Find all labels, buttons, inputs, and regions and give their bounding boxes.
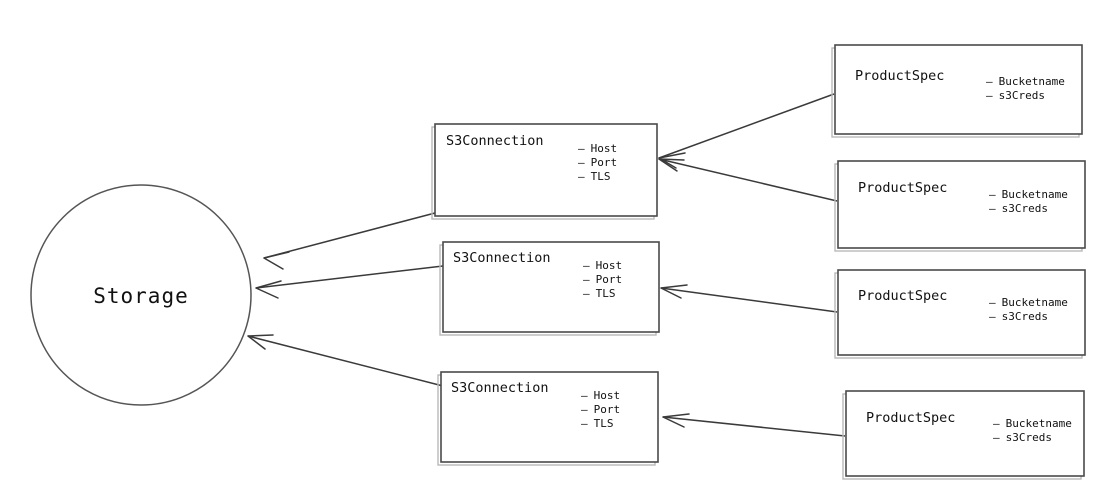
edge-spec1-to-conn1 — [658, 93, 835, 169]
node-s3connection-2[interactable]: S3Connection –Host –Port –TLS — [439, 241, 660, 336]
node-attribute: –TLS — [581, 417, 614, 430]
node-s3connection-1[interactable]: S3Connection –Host –Port –TLS — [431, 123, 658, 220]
node-attribute: –TLS — [583, 287, 616, 300]
node-title: ProductSpec — [858, 288, 947, 304]
bullet-dash: – — [989, 310, 996, 323]
node-storage[interactable]: Storage — [30, 184, 252, 406]
storage-label: Storage — [93, 284, 189, 308]
node-attribute: –Port — [583, 273, 622, 286]
node-box — [837, 269, 1086, 356]
node-attribute: –Bucketname — [986, 75, 1065, 88]
node-attribute: –Port — [578, 156, 617, 169]
bullet-dash: – — [581, 403, 588, 416]
bullet-dash: – — [986, 75, 993, 88]
bullet-dash: – — [989, 296, 996, 309]
bullet-dash: – — [986, 89, 993, 102]
node-attribute: –Host — [578, 142, 617, 155]
storage-circle-shape — [30, 184, 252, 406]
edge-spec3-to-conn2 — [660, 284, 838, 313]
edge-spec4-to-conn3 — [662, 413, 846, 437]
node-box — [442, 241, 660, 333]
node-title: ProductSpec — [855, 68, 944, 84]
bullet-dash: – — [581, 417, 588, 430]
node-attribute: –Bucketname — [989, 296, 1068, 309]
node-attribute: –TLS — [578, 170, 611, 183]
node-productspec-2[interactable]: ProductSpec –Bucketname –s3Creds — [834, 160, 1086, 252]
node-box — [440, 371, 659, 463]
node-attribute: –s3Creds — [993, 431, 1052, 444]
bullet-dash: – — [581, 389, 588, 402]
node-box — [834, 44, 1083, 135]
node-box — [837, 160, 1086, 249]
node-title: ProductSpec — [858, 180, 947, 196]
node-attribute: –Port — [581, 403, 620, 416]
node-attribute: –Bucketname — [993, 417, 1072, 430]
node-attribute: –s3Creds — [989, 202, 1048, 215]
bullet-dash: – — [578, 156, 585, 169]
bullet-dash: – — [578, 170, 585, 183]
bullet-dash: – — [583, 273, 590, 286]
node-attribute: –Bucketname — [989, 188, 1068, 201]
node-box — [845, 390, 1085, 477]
bullet-dash: – — [993, 431, 1000, 444]
bullet-dash: – — [989, 188, 996, 201]
bullet-dash: – — [583, 259, 590, 272]
node-title: S3Connection — [453, 250, 551, 266]
node-attribute: –s3Creds — [986, 89, 1045, 102]
edge-conn3-to-storage — [247, 334, 444, 387]
edge-conn2-to-storage — [255, 265, 444, 299]
node-productspec-4[interactable]: ProductSpec –Bucketname –s3Creds — [842, 390, 1085, 480]
node-attribute: –Host — [581, 389, 620, 402]
node-box — [434, 123, 658, 217]
node-title: ProductSpec — [866, 410, 955, 426]
node-attribute: –Host — [583, 259, 622, 272]
node-s3connection-3[interactable]: S3Connection –Host –Port –TLS — [437, 371, 659, 466]
node-productspec-1[interactable]: ProductSpec –Bucketname –s3Creds — [831, 44, 1083, 138]
edge-conn1-to-storage — [263, 212, 436, 270]
node-attribute: –s3Creds — [989, 310, 1048, 323]
bullet-dash: – — [989, 202, 996, 215]
bullet-dash: – — [578, 142, 585, 155]
node-title: S3Connection — [451, 380, 549, 396]
edge-spec2-to-conn1 — [658, 158, 838, 202]
node-productspec-3[interactable]: ProductSpec –Bucketname –s3Creds — [834, 269, 1086, 359]
node-title: S3Connection — [446, 133, 544, 149]
bullet-dash: – — [993, 417, 1000, 430]
bullet-dash: – — [583, 287, 590, 300]
